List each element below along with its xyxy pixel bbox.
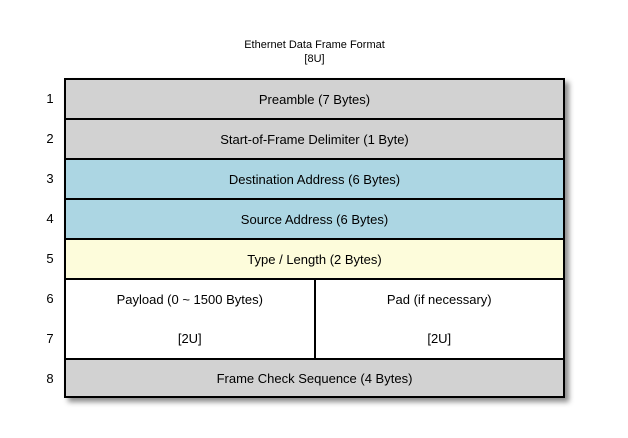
pad-unit: [2U] [427, 331, 452, 346]
frame-row-sfd: Start-of-Frame Delimiter (1 Byte) [66, 118, 563, 158]
frame-row-fcs: Frame Check Sequence (4 Bytes) [66, 358, 563, 396]
frame-row-fcs-label: Frame Check Sequence (4 Bytes) [216, 370, 413, 386]
frame-table: Preamble (7 Bytes) Start-of-Frame Delimi… [64, 78, 565, 398]
row-number-7: 7 [46, 330, 54, 346]
frame-row-preamble-label: Preamble (7 Bytes) [258, 91, 371, 107]
frame-row-preamble: Preamble (7 Bytes) [66, 80, 563, 118]
pad-label: Pad (if necessary) [386, 292, 492, 307]
frame-row-destination-address-label: Destination Address (6 Bytes) [228, 171, 401, 187]
diagram-title-block: Ethernet Data Frame Format [8U] [64, 38, 565, 66]
row-number-2: 2 [46, 130, 54, 146]
payload-label: Payload (0 ~ 1500 Bytes) [116, 292, 263, 307]
payload-unit: [2U] [177, 331, 202, 346]
frame-row-destination-address: Destination Address (6 Bytes) [66, 158, 563, 198]
row-number-3: 3 [46, 170, 54, 186]
row-number-1: 1 [46, 90, 54, 106]
diagram-title: Ethernet Data Frame Format [244, 39, 385, 51]
frame-row-source-address: Source Address (6 Bytes) [66, 198, 563, 238]
frame-row-sfd-label: Start-of-Frame Delimiter (1 Byte) [220, 131, 409, 147]
frame-cell-pad: Pad (if necessary) [2U] [313, 280, 564, 358]
frame-cell-payload: Payload (0 ~ 1500 Bytes) [2U] [66, 280, 314, 358]
row-number-4: 4 [46, 210, 54, 226]
row-number-6: 6 [46, 290, 54, 306]
row-number-8: 8 [46, 370, 54, 386]
row-number-5: 5 [46, 250, 54, 266]
frame-row-source-address-label: Source Address (6 Bytes) [240, 211, 389, 227]
frame-row-payload-pad: Payload (0 ~ 1500 Bytes) [2U] Pad (if ne… [66, 278, 563, 358]
diagram-subtitle: [8U] [304, 53, 325, 65]
frame-row-type-length: Type / Length (2 Bytes) [66, 238, 563, 278]
frame-row-type-length-label: Type / Length (2 Bytes) [247, 251, 382, 267]
